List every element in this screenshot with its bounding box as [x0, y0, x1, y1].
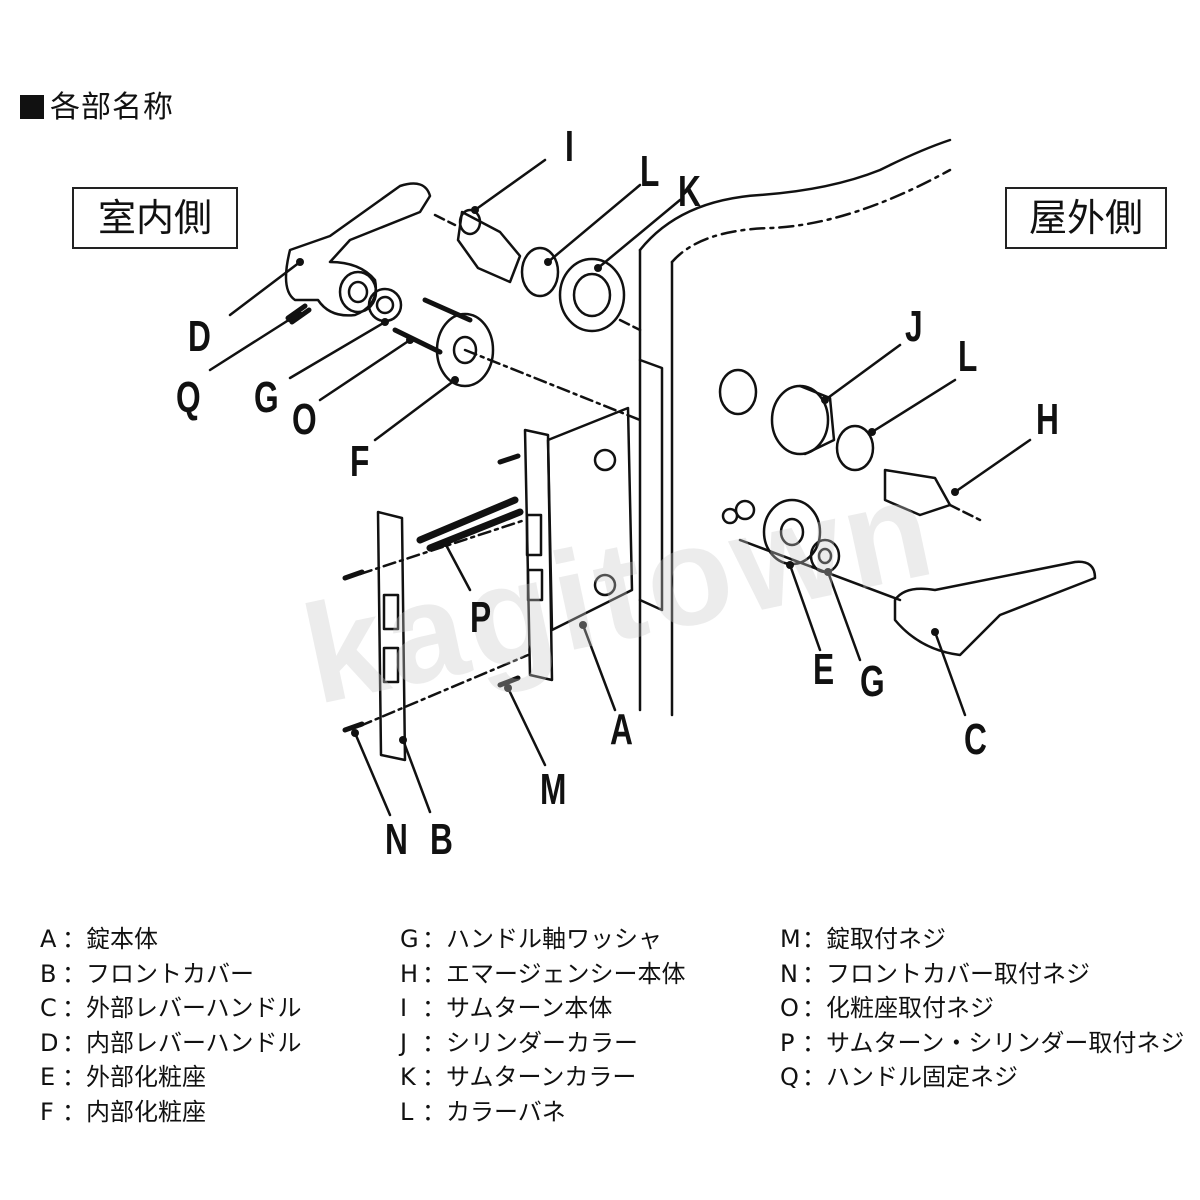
legend-item: M：錠取付ネジ: [780, 925, 946, 953]
leader-dots: [291, 206, 959, 744]
thumbturn-collar: [558, 257, 626, 333]
outer-lever-handle: [893, 560, 1097, 657]
callout-E: E: [813, 645, 835, 694]
cylinder-screw: [416, 496, 519, 544]
callout-Q: Q: [176, 373, 201, 422]
cylinder-collar: [770, 384, 830, 456]
door-outline-inner: [670, 168, 952, 264]
inner-lever-hub: [338, 270, 378, 314]
callout-O: O: [292, 395, 317, 444]
callout-L: L: [958, 332, 978, 381]
legend-item: E：外部化粧座: [40, 1063, 206, 1091]
exploded-lock-diagram: [208, 138, 1097, 817]
door-mortise: [638, 358, 664, 612]
legend-item: O：化粧座取付ネジ: [780, 994, 994, 1022]
callout-G: G: [254, 373, 279, 422]
callout-A: A: [610, 705, 633, 754]
legend-item: I：サムターン本体: [400, 994, 613, 1022]
legend-item: D：内部レバーハンドル: [40, 1028, 302, 1057]
callout-B: B: [430, 815, 453, 864]
inner-rose: [435, 312, 495, 388]
lock-screw: [497, 675, 521, 688]
rose-screw: [392, 327, 443, 355]
callout-K: K: [678, 167, 701, 216]
callout-M: M: [540, 765, 567, 814]
legend-item: J：シリンダーカラー: [400, 1028, 638, 1057]
callout-G: G: [860, 657, 885, 706]
rose-screw: [422, 297, 473, 323]
legend-item: P：サムターン・シリンダー取付ネジ: [780, 1028, 1185, 1057]
legend-item: C：外部レバーハンドル: [40, 994, 302, 1022]
outer-collar-spring: [835, 424, 875, 472]
callout-L: L: [640, 147, 660, 196]
cover-screw: [342, 721, 365, 733]
legend-item: G：ハンドル軸ワッシャ: [400, 925, 662, 953]
inner-lever-handle: [284, 182, 432, 317]
indoor-side-label: 室内側: [72, 187, 238, 249]
cylinder-cap: [718, 368, 758, 416]
legend-item: K：サムターンカラー: [400, 1063, 637, 1091]
legend-item: L：カラーバネ: [400, 1097, 566, 1126]
callout-C: C: [964, 715, 987, 764]
callout-D: D: [188, 312, 211, 361]
callout-H: H: [1036, 395, 1059, 444]
lock-body-case: [546, 406, 634, 632]
legend-column-3: M：錠取付ネジ N：フロントカバー取付ネジ O：化粧座取付ネジ P：サムターン・…: [780, 922, 1184, 1095]
section-title: 各部名称: [20, 82, 174, 126]
callout-F: F: [350, 437, 370, 486]
callout-P: P: [470, 593, 492, 642]
thumbturn-body: [456, 210, 522, 284]
emergency-cylinder: [883, 468, 952, 517]
legend-item: H：エマージェンシー本体: [400, 959, 686, 988]
callout-I: I: [565, 122, 574, 171]
legend-item: N：フロントカバー取付ネジ: [780, 959, 1090, 988]
callout-N: N: [385, 815, 408, 864]
legend-column-1: A：錠本体 B：フロントカバー C：外部レバーハンドル D：内部レバーハンドル …: [40, 922, 302, 1129]
door-outline: [638, 138, 952, 252]
legend-item: A：錠本体: [40, 925, 158, 953]
legend-item: B：フロントカバー: [40, 959, 254, 988]
black-square-icon: [20, 95, 44, 119]
collar-spring: [520, 246, 560, 298]
outdoor-side-label: 屋外側: [1005, 187, 1167, 249]
legend-item: Q：ハンドル固定ネジ: [780, 1063, 1018, 1091]
legend-item: F：内部化粧座: [40, 1097, 206, 1126]
inner-handle-washer: [367, 287, 403, 323]
cover-screw: [342, 569, 365, 581]
inner-lever-hub-core: [347, 280, 369, 304]
lock-screw: [497, 453, 521, 465]
front-cover: [376, 510, 407, 762]
callout-J: J: [905, 302, 923, 351]
legend-column-2: G：ハンドル軸ワッシャ H：エマージェンシー本体 I：サムターン本体 J：シリン…: [400, 922, 686, 1129]
